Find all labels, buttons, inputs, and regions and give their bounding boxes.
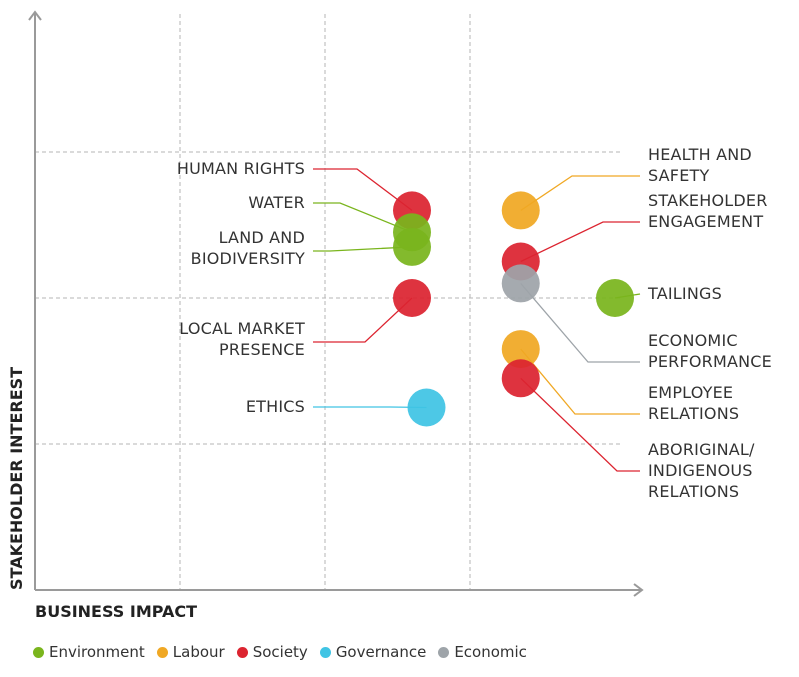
label-line: PRESENCE [219, 340, 305, 359]
legend-item-labour: Labour [156, 643, 225, 661]
legend-swatch [33, 646, 44, 658]
legend-item-society: Society [236, 643, 308, 661]
point-aboriginal-indigenous-relations [501, 359, 540, 398]
legend-label: Environment [49, 643, 145, 661]
legend-swatch [236, 646, 248, 658]
label-line: TAILINGS [647, 284, 722, 303]
label-line: EMPLOYEE [648, 383, 733, 402]
label-employee-relations: EMPLOYEE RELATIONS [648, 383, 739, 423]
leader-line-water [313, 202, 413, 233]
label-human-rights: HUMAN RIGHTS [177, 159, 305, 178]
label-line: ENGAGEMENT [648, 212, 763, 231]
legend-label: Governance [335, 643, 427, 661]
label-line: SAFETY [648, 166, 709, 185]
leader-line-employee-relations [520, 348, 640, 415]
label-line: LOCAL MARKET [179, 319, 305, 338]
point-health-and-safety [501, 191, 540, 230]
leader-line-economic-performance [520, 282, 640, 363]
label-line: INDIGENOUS [648, 461, 753, 480]
leader-lines [313, 168, 641, 472]
leader-line-health-and-safety [520, 175, 640, 211]
legend-item-environment: Environment [33, 643, 145, 661]
legend-label: Society [252, 643, 308, 661]
leader-line-aboriginal-indigenous-relations [520, 377, 640, 472]
label-line: ETHICS [246, 397, 305, 416]
label-line: ABORIGINAL/ [648, 440, 755, 459]
label-line: BIODIVERSITY [191, 249, 305, 268]
label-line: RELATIONS [648, 404, 739, 423]
label-water: WATER [248, 193, 305, 212]
leader-line-land-and-biodiversity [313, 246, 413, 252]
x-axis-label: BUSINESS IMPACT [35, 602, 197, 621]
label-ethics: ETHICS [246, 397, 305, 416]
label-aboriginal-indigenous-relations: ABORIGINAL/INDIGENOUS RELATIONS [648, 440, 755, 501]
legend-label: Labour [172, 643, 225, 661]
label-line: LAND AND [219, 228, 305, 247]
label-stakeholder-engagement: STAKEHOLDER ENGAGEMENT [648, 191, 768, 231]
x-axis [35, 583, 644, 597]
label-line: PERFORMANCE [648, 352, 772, 371]
point-local-market-presence [393, 279, 431, 317]
label-local-market-presence: LOCAL MARKET PRESENCE [179, 319, 305, 359]
point-labels: HUMAN RIGHTS WATER LAND AND BIODIVERSITY LOC… [177, 145, 772, 501]
y-axis [28, 10, 42, 590]
legend-swatch [438, 646, 450, 658]
data-points [393, 191, 634, 427]
point-land-and-biodiversity [393, 227, 431, 266]
legend-item-economic: Economic [438, 643, 527, 661]
label-line: STAKEHOLDER [648, 191, 768, 210]
label-line: ECONOMIC [648, 331, 738, 350]
label-line: HEALTH AND [648, 145, 752, 164]
label-tailings: TAILINGS [647, 284, 722, 303]
legend-swatch [156, 646, 168, 658]
y-axis-label: STAKEHOLDER INTEREST [7, 367, 26, 590]
point-economic-performance [501, 264, 540, 303]
leader-line-stakeholder-engagement [520, 221, 640, 263]
legend: Environment Labour Society Governance Econom… [33, 643, 527, 661]
label-line: RELATIONS [648, 482, 739, 501]
axes [28, 10, 644, 597]
point-tailings [596, 279, 634, 317]
point-ethics [407, 388, 446, 427]
legend-swatch [319, 646, 331, 658]
label-line: HUMAN RIGHTS [177, 159, 305, 178]
legend-label: Economic [454, 643, 527, 661]
leader-line-human-rights [313, 168, 413, 211]
point-employee-relations [501, 330, 540, 369]
leader-line-local-market-presence [313, 297, 413, 343]
grid-lines [35, 14, 620, 590]
label-health-and-safety: HEALTH AND SAFETY [648, 145, 752, 185]
label-economic-performance: ECONOMIC PERFORMANCE [648, 331, 772, 371]
label-line: WATER [248, 193, 305, 212]
label-land-and-biodiversity: LAND AND BIODIVERSITY [191, 228, 305, 268]
legend-item-governance: Governance [319, 643, 427, 661]
